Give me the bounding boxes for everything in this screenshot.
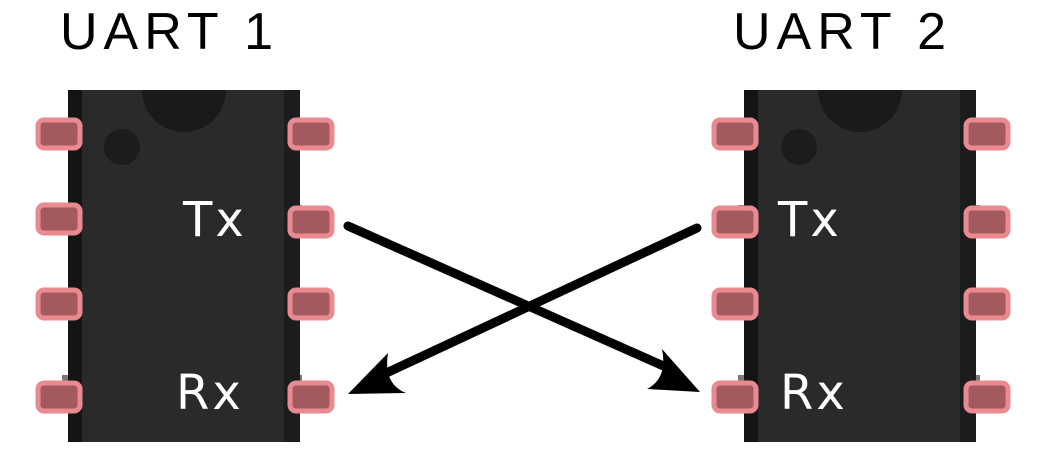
uart1-tx-label: Tx bbox=[183, 192, 247, 248]
uart2-title: UART 2 bbox=[733, 3, 953, 61]
uart2-chip-edge-right bbox=[960, 90, 976, 442]
uart2-chip bbox=[714, 90, 1008, 442]
uart1-notch bbox=[142, 90, 226, 132]
uart1-pin1-dot bbox=[104, 129, 140, 165]
uart2-notch bbox=[818, 90, 902, 132]
tx1-to-rx2-arrowhead bbox=[647, 349, 700, 392]
tx2-to-rx1-arrow bbox=[348, 223, 702, 394]
uart1-chip-edge-right bbox=[284, 90, 300, 442]
uart1-chip bbox=[38, 90, 332, 442]
uart2-chip-body bbox=[744, 90, 976, 442]
uart2-rx-label: Rx bbox=[780, 365, 848, 421]
uart1-rx-label: Rx bbox=[176, 365, 244, 421]
tx1-to-rx2-arrow bbox=[343, 221, 700, 392]
uart1-title: UART 1 bbox=[60, 3, 280, 61]
uart2-tx-label: Tx bbox=[778, 192, 842, 248]
uart2-chip-edge-left bbox=[744, 90, 758, 442]
uart1-chip-edge-left bbox=[68, 90, 82, 442]
tx2-to-rx1-arrowhead bbox=[348, 353, 406, 394]
uart2-pin1-dot bbox=[781, 129, 817, 165]
